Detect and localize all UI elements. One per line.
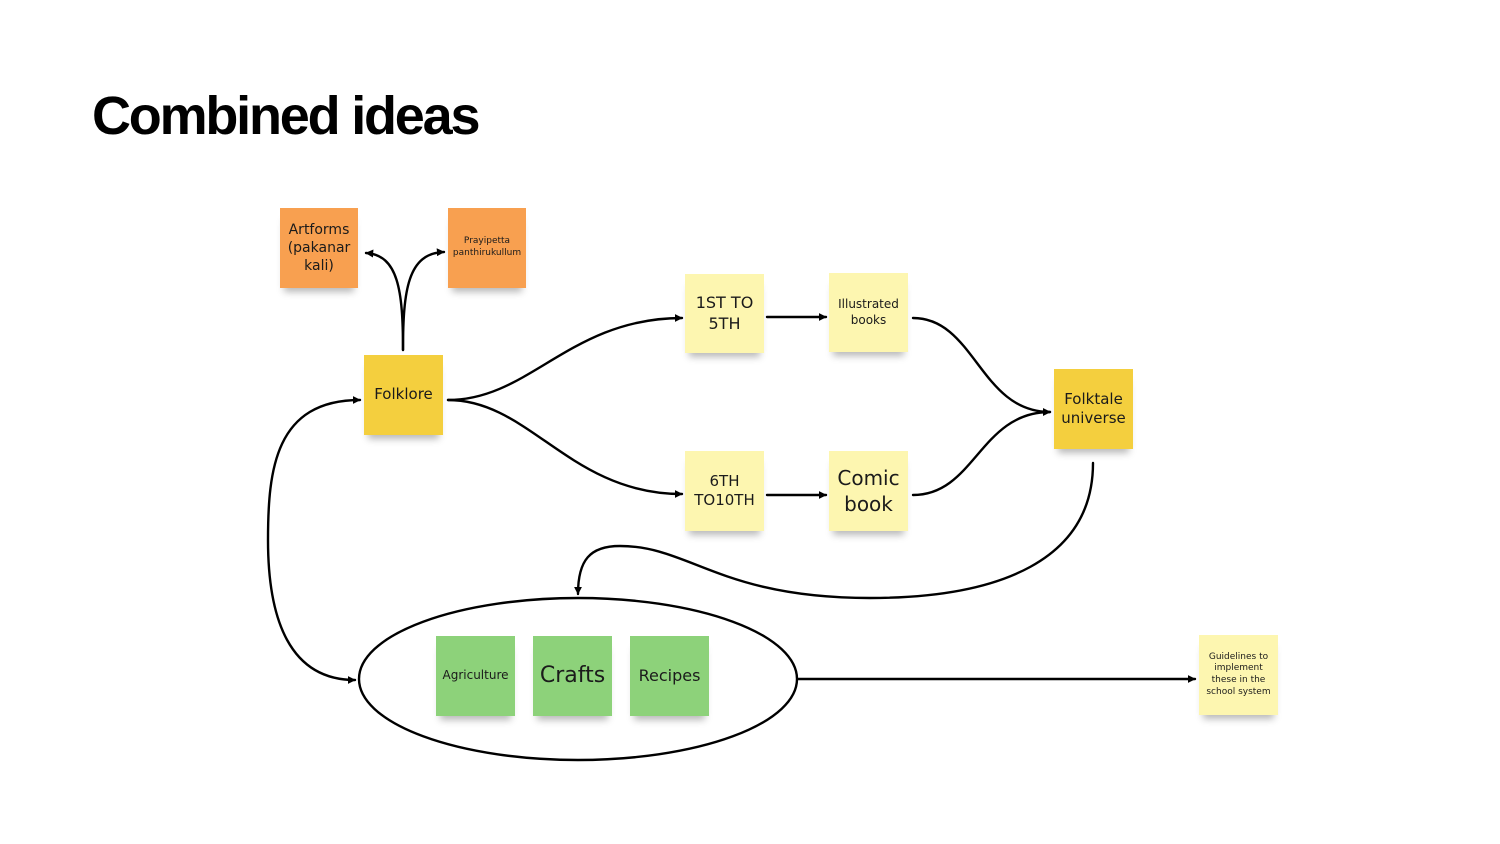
sticky-note-guidelines[interactable]: Guidelines to implement these in the sch… [1199, 635, 1278, 715]
cluster-ellipse [357, 596, 799, 762]
arrow-folklore-to-artforms [364, 249, 405, 352]
arrow-comic-to-folktale [911, 408, 1052, 497]
arrow-folklore-to-secondary [446, 398, 684, 498]
arrow-folklore-to-primary [446, 314, 684, 402]
arrow-folktale-to-cluster [574, 461, 1095, 600]
sticky-note-text: Guidelines to implement these in the sch… [1206, 651, 1271, 697]
sticky-note-text: Recipes [638, 665, 701, 685]
sticky-note-agriculture[interactable]: Agriculture [436, 636, 515, 716]
sticky-note-folklore[interactable]: Folklore [364, 355, 443, 435]
arrow-folklore-cluster-bidirectional [266, 396, 362, 684]
sticky-note-text: Agriculture [442, 668, 509, 683]
sticky-note-text: Illustrated books [838, 296, 899, 327]
sticky-note-grade-1-5[interactable]: 1ST TO 5TH [685, 274, 764, 353]
sticky-note-text: 1ST TO 5TH [695, 292, 754, 333]
sticky-note-illustrated-books[interactable]: Illustrated books [829, 273, 908, 352]
sticky-note-text: Artforms (pakanar kali) [287, 221, 351, 275]
sticky-note-text: Folktale universe [1061, 389, 1126, 428]
sticky-note-prayipetta[interactable]: Prayipetta panthirukullum [448, 208, 526, 288]
sticky-note-text: Folklore [374, 385, 433, 404]
sticky-note-text: Prayipetta panthirukullum [452, 236, 522, 258]
sticky-note-text: Crafts [539, 662, 606, 688]
page-title: Combined ideas [92, 86, 480, 146]
arrow-illustrated-to-folktale [911, 316, 1052, 416]
sticky-note-crafts[interactable]: Crafts [533, 636, 612, 716]
sticky-note-folktale-universe[interactable]: Folktale universe [1054, 369, 1133, 449]
sticky-note-recipes[interactable]: Recipes [630, 636, 709, 716]
sticky-note-comic-book[interactable]: Comic book [829, 451, 908, 531]
sticky-note-text: Comic book [837, 466, 900, 516]
sticky-note-grade-6-10[interactable]: 6TH TO10TH [685, 451, 764, 531]
sticky-note-text: 6TH TO10TH [694, 471, 755, 510]
arrow-folklore-to-prayipetta [401, 248, 446, 352]
sticky-note-artforms[interactable]: Artforms (pakanar kali) [280, 208, 358, 288]
